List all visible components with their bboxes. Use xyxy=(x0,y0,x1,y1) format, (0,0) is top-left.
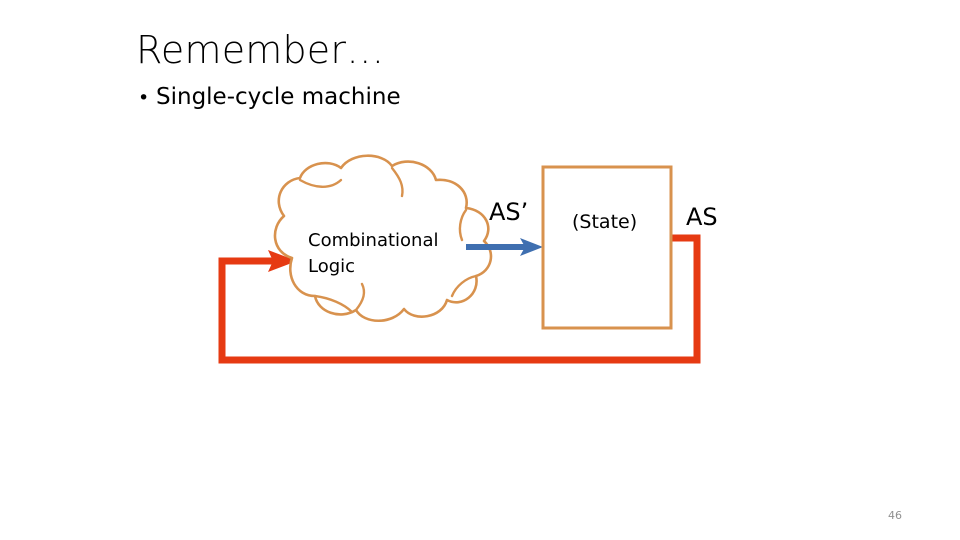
cloud-inner-stroke xyxy=(313,294,354,314)
as-prime-arrow xyxy=(466,238,543,256)
bullet-text: Single-cycle machine xyxy=(156,84,401,110)
cloud-outline xyxy=(273,154,493,322)
cloud-inner-stroke xyxy=(450,274,478,298)
bullet-list: • Single-cycle machine xyxy=(138,83,401,112)
cloud-inner-stroke xyxy=(354,282,366,312)
combinational-logic-label: Combinational Logic xyxy=(308,230,439,278)
feedback-loop-edge xyxy=(218,234,701,364)
as-prime-arrowhead-icon xyxy=(520,238,543,256)
combinational-logic-cloud xyxy=(273,154,493,322)
feedback-arrowhead-icon xyxy=(268,250,297,272)
page-title: Remember… xyxy=(136,28,385,72)
state-register-box xyxy=(541,165,673,330)
feedback-line xyxy=(218,234,701,364)
page-number: 46 xyxy=(888,509,902,522)
list-item: • Single-cycle machine xyxy=(138,83,401,112)
as-prime-label: AS’ xyxy=(489,198,529,226)
cloud-inner-stroke xyxy=(298,178,343,188)
cloud-inner-stroke xyxy=(458,208,468,242)
bullet-dot-icon: • xyxy=(138,87,150,109)
cloud-inner-stroke xyxy=(390,166,404,198)
state-register-label: (State) xyxy=(572,211,638,233)
as-label: AS xyxy=(686,203,718,231)
